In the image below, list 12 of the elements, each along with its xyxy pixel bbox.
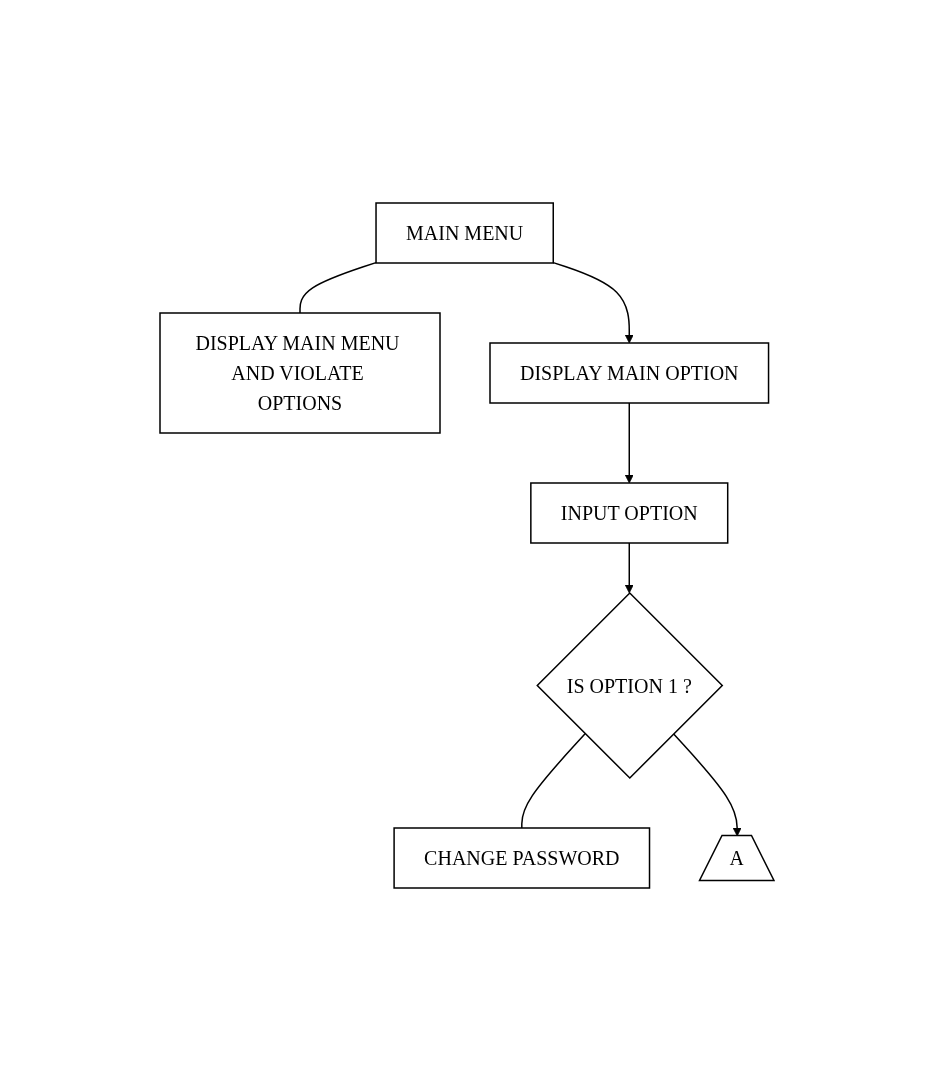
connector bbox=[299, 261, 377, 314]
node-box: INPUT OPTION bbox=[530, 481, 729, 544]
arrow bbox=[552, 261, 634, 343]
arrow bbox=[624, 401, 634, 483]
arrow bbox=[672, 732, 742, 836]
node-box: MAIN MENU bbox=[375, 201, 554, 264]
connector bbox=[521, 732, 586, 829]
node-diamond: IS OPTION 1 ? bbox=[536, 591, 724, 779]
arrow bbox=[624, 541, 634, 593]
node-box: DISPLAY MAIN OPTION bbox=[489, 341, 770, 404]
node-box: CHANGE PASSWORD bbox=[393, 826, 651, 889]
node-box: DISPLAY MAIN MENU AND VIOLATE OPTIONS bbox=[159, 311, 441, 434]
